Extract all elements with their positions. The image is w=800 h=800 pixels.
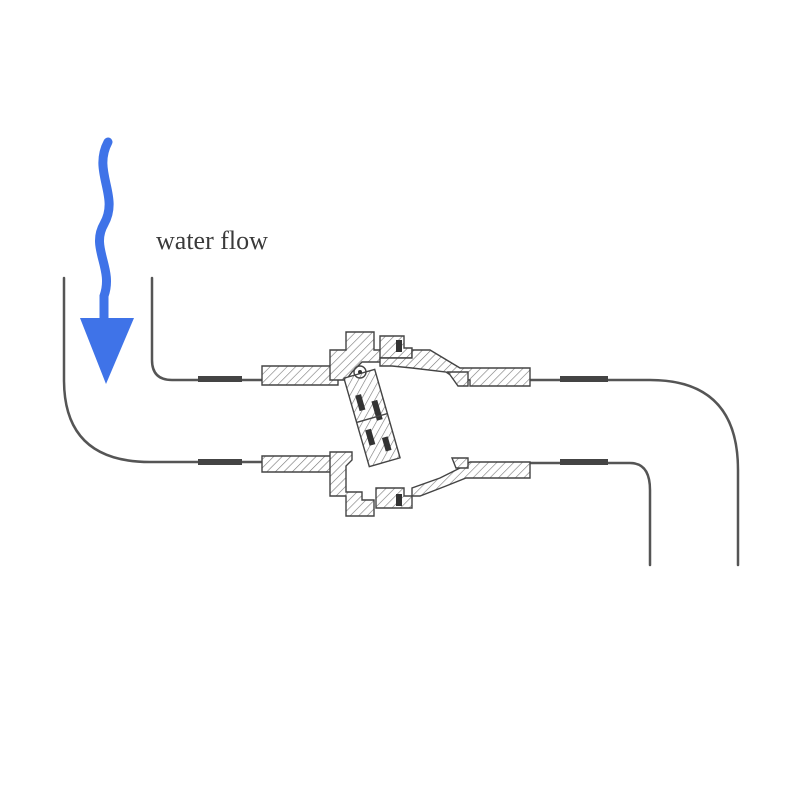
check-valve-body xyxy=(261,331,531,517)
water-flow-label: water flow xyxy=(156,226,268,255)
inlet-pipe xyxy=(62,276,264,464)
wavy-down-arrow-icon xyxy=(80,137,134,384)
outlet-collars xyxy=(560,376,608,465)
inlet-collars xyxy=(198,376,242,465)
outlet-pipe xyxy=(528,378,740,567)
